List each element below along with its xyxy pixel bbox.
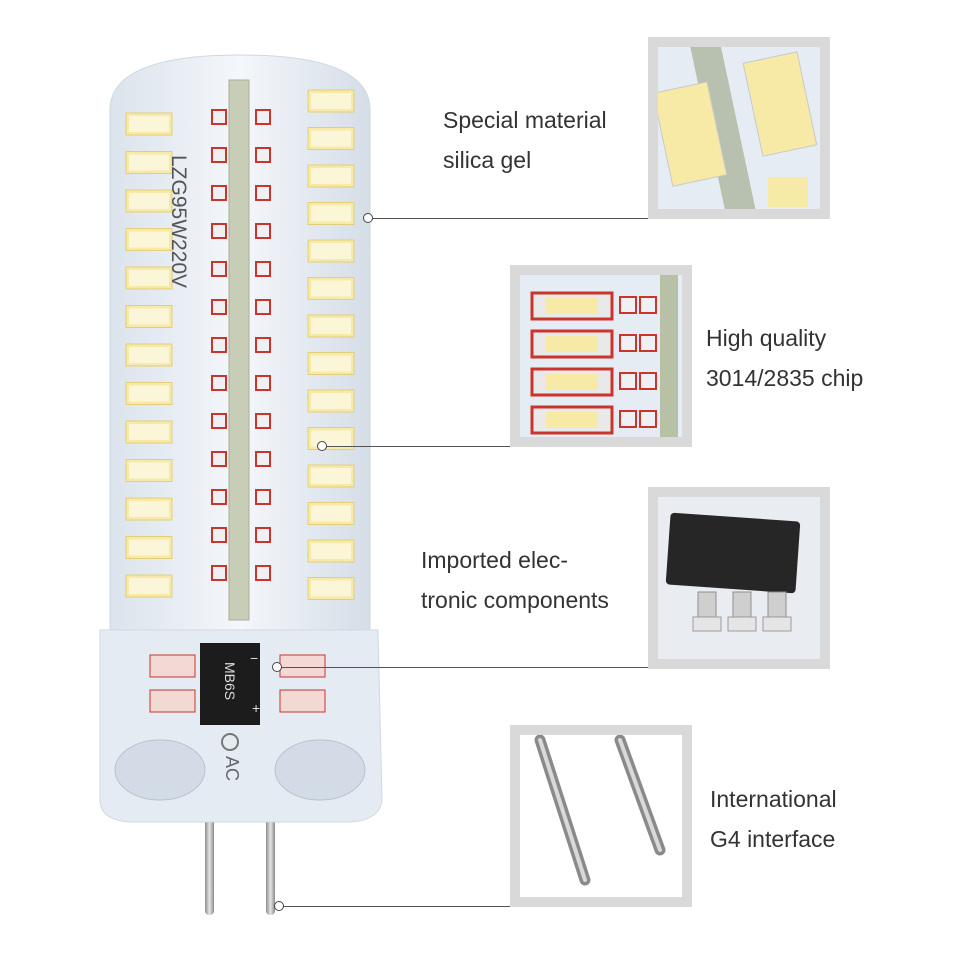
led-pad [255, 261, 271, 277]
callout-line: silica gel [443, 147, 532, 173]
leader-dot-chip [317, 441, 327, 451]
callout-line: 3014/2835 chip [706, 365, 864, 391]
led-pad [255, 299, 271, 315]
pins-closeup-image [520, 735, 682, 897]
pin-left [205, 800, 214, 915]
leader-line-g4 [283, 906, 510, 907]
silica-gel-closeup-frame [648, 37, 830, 219]
led-pad [255, 413, 271, 429]
base-marking: AC [222, 756, 242, 781]
led-pad [255, 109, 271, 125]
rectifier-plus: + [252, 700, 260, 716]
led-column-right [307, 89, 355, 600]
led-pad [211, 223, 227, 239]
callout-line: High quality [706, 325, 827, 351]
components-closeup-image [658, 497, 820, 659]
led-pad [255, 489, 271, 505]
led-pad [255, 185, 271, 201]
led-pad [255, 223, 271, 239]
callout-chip: High quality 3014/2835 chip [706, 318, 863, 398]
pcb-strip [228, 79, 250, 621]
chip-closeup-led [530, 291, 614, 321]
led-pad [255, 527, 271, 543]
callout-line: Imported elec- [421, 547, 569, 573]
led-pad [211, 565, 227, 581]
led-pad [211, 489, 227, 505]
led-column-inner-left [211, 109, 227, 581]
silica-gel-closeup-image [658, 47, 820, 209]
bulb-marking-text: LZG95W220V [167, 155, 190, 288]
led-pad [255, 337, 271, 353]
rectifier-minus: − [250, 650, 258, 666]
leader-line-chip [326, 446, 510, 447]
callout-components: Imported elec- tronic components [421, 540, 609, 620]
led-pad [255, 451, 271, 467]
led-pad [255, 375, 271, 391]
led-column-inner-right [255, 109, 271, 581]
led-pad [211, 261, 227, 277]
led-pad [211, 109, 227, 125]
led-pad [211, 413, 227, 429]
callout-line: tronic components [421, 587, 609, 613]
rectifier-chip [200, 643, 260, 725]
pin-right [266, 800, 275, 915]
chip-closeup-frame [510, 265, 692, 447]
callout-line: International [710, 786, 837, 812]
led-pad [255, 147, 271, 163]
led-pad [255, 565, 271, 581]
led-pad [211, 147, 227, 163]
leader-dot-g4 [274, 901, 284, 911]
rectifier-marking: MB6S [222, 662, 238, 700]
led-column-left [125, 112, 173, 598]
led-pad [211, 451, 227, 467]
leader-dot-silica [363, 213, 373, 223]
callout-silica-gel: Special material silica gel [443, 100, 607, 180]
callout-line: Special material [443, 107, 607, 133]
led-pad [211, 375, 227, 391]
led-pad [211, 185, 227, 201]
pins-closeup-frame [510, 725, 692, 907]
led-pad [211, 337, 227, 353]
led-pad [211, 299, 227, 315]
leader-line-components [281, 667, 648, 668]
chip-closeup-image [520, 275, 682, 437]
callout-line: G4 interface [710, 826, 836, 852]
leader-dot-components [272, 662, 282, 672]
callout-g4-interface: International G4 interface [710, 779, 837, 859]
led-pad [211, 527, 227, 543]
components-closeup-frame [648, 487, 830, 669]
leader-line-silica [372, 218, 648, 219]
